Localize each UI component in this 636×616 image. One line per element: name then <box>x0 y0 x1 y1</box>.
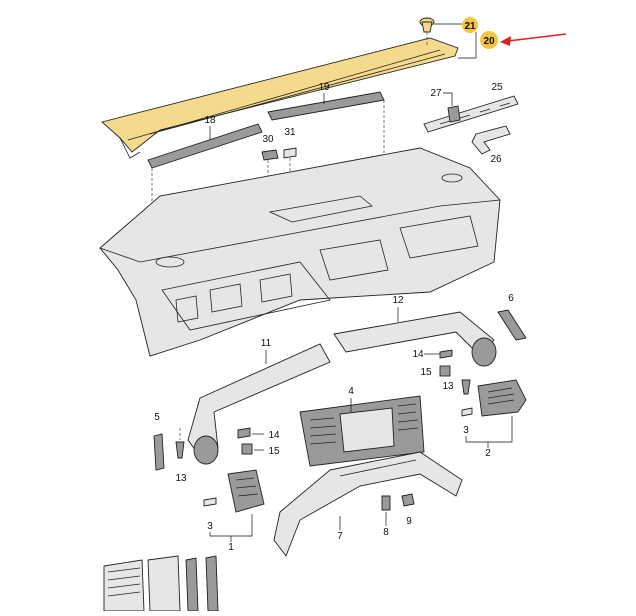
part-8-screw[interactable] <box>381 495 391 511</box>
label-part-15-left[interactable]: 15 <box>268 446 280 457</box>
part-2-right-air-vent[interactable] <box>477 379 527 417</box>
label-part-5[interactable]: 5 <box>154 412 160 423</box>
part-4-centre-vent-panel[interactable] <box>299 395 425 467</box>
leader-20 <box>458 32 477 59</box>
bracket-1 <box>209 514 253 537</box>
label-part-8[interactable]: 8 <box>383 527 389 538</box>
dashboard-main-assembly <box>99 147 501 357</box>
red-pointer-arrow <box>500 33 567 46</box>
label-part-31[interactable]: 31 <box>284 127 296 138</box>
label-part-14-left[interactable]: 14 <box>268 430 280 441</box>
part-26-elbow-hose[interactable] <box>471 125 511 155</box>
label-part-1[interactable]: 1 <box>228 542 234 553</box>
part-13-screw-left[interactable] <box>175 441 185 459</box>
label-part-20[interactable]: 20 <box>483 36 495 47</box>
part-15-clip-right[interactable] <box>439 365 451 377</box>
label-part-26[interactable]: 26 <box>490 154 502 165</box>
part-27-connector[interactable] <box>447 105 461 123</box>
part-20-cowl-panel[interactable] <box>101 37 459 159</box>
part-11-left-air-duct[interactable] <box>187 343 331 465</box>
label-part-15-right[interactable]: 15 <box>420 367 432 378</box>
part-31-clip[interactable] <box>283 147 297 159</box>
label-part-3-left[interactable]: 3 <box>207 521 213 532</box>
part-9-clip[interactable] <box>401 493 415 507</box>
label-part-14-right[interactable]: 14 <box>412 349 424 360</box>
label-part-6[interactable]: 6 <box>508 293 514 304</box>
label-part-13-right[interactable]: 13 <box>442 381 454 392</box>
part-3-clip-left[interactable] <box>203 497 217 507</box>
part-12-right-air-duct[interactable] <box>333 311 497 367</box>
label-part-21[interactable]: 21 <box>464 21 476 32</box>
leader-27 <box>443 92 453 106</box>
label-part-13-left[interactable]: 13 <box>175 473 187 484</box>
part-5-trim-piece[interactable] <box>153 433 165 471</box>
label-part-12[interactable]: 12 <box>392 295 404 306</box>
part-3-clip-right[interactable] <box>461 407 473 417</box>
callout-20-badge <box>480 31 498 49</box>
label-part-25[interactable]: 25 <box>491 82 503 93</box>
label-part-9[interactable]: 9 <box>406 516 412 527</box>
part-15-clip-left[interactable] <box>241 443 253 455</box>
label-part-2[interactable]: 2 <box>485 448 491 459</box>
callout-21-badge <box>462 17 478 33</box>
label-part-4[interactable]: 4 <box>348 386 354 397</box>
part-7-lower-air-duct[interactable] <box>273 451 463 557</box>
label-part-30[interactable]: 30 <box>262 134 274 145</box>
glovebox-partial <box>103 555 219 612</box>
part-25-air-duct-hose[interactable] <box>423 95 519 133</box>
label-part-18[interactable]: 18 <box>204 115 216 126</box>
label-part-11[interactable]: 11 <box>261 338 272 349</box>
part-30-bracket[interactable] <box>261 149 279 161</box>
part-1-left-air-vent[interactable] <box>227 469 265 513</box>
label-part-3-right[interactable]: 3 <box>463 425 469 436</box>
part-21-clip[interactable] <box>419 17 435 33</box>
bracket-2 <box>465 416 513 443</box>
part-6-trim-piece[interactable] <box>497 309 527 341</box>
label-part-19[interactable]: 19 <box>318 82 330 93</box>
part-14-screw-left[interactable] <box>237 427 251 439</box>
part-14-screw-right[interactable] <box>439 349 453 359</box>
part-18-trim-strip[interactable] <box>147 123 263 169</box>
label-part-7[interactable]: 7 <box>337 531 343 542</box>
part-13-screw-right[interactable] <box>461 379 471 395</box>
label-part-27[interactable]: 27 <box>430 88 442 99</box>
